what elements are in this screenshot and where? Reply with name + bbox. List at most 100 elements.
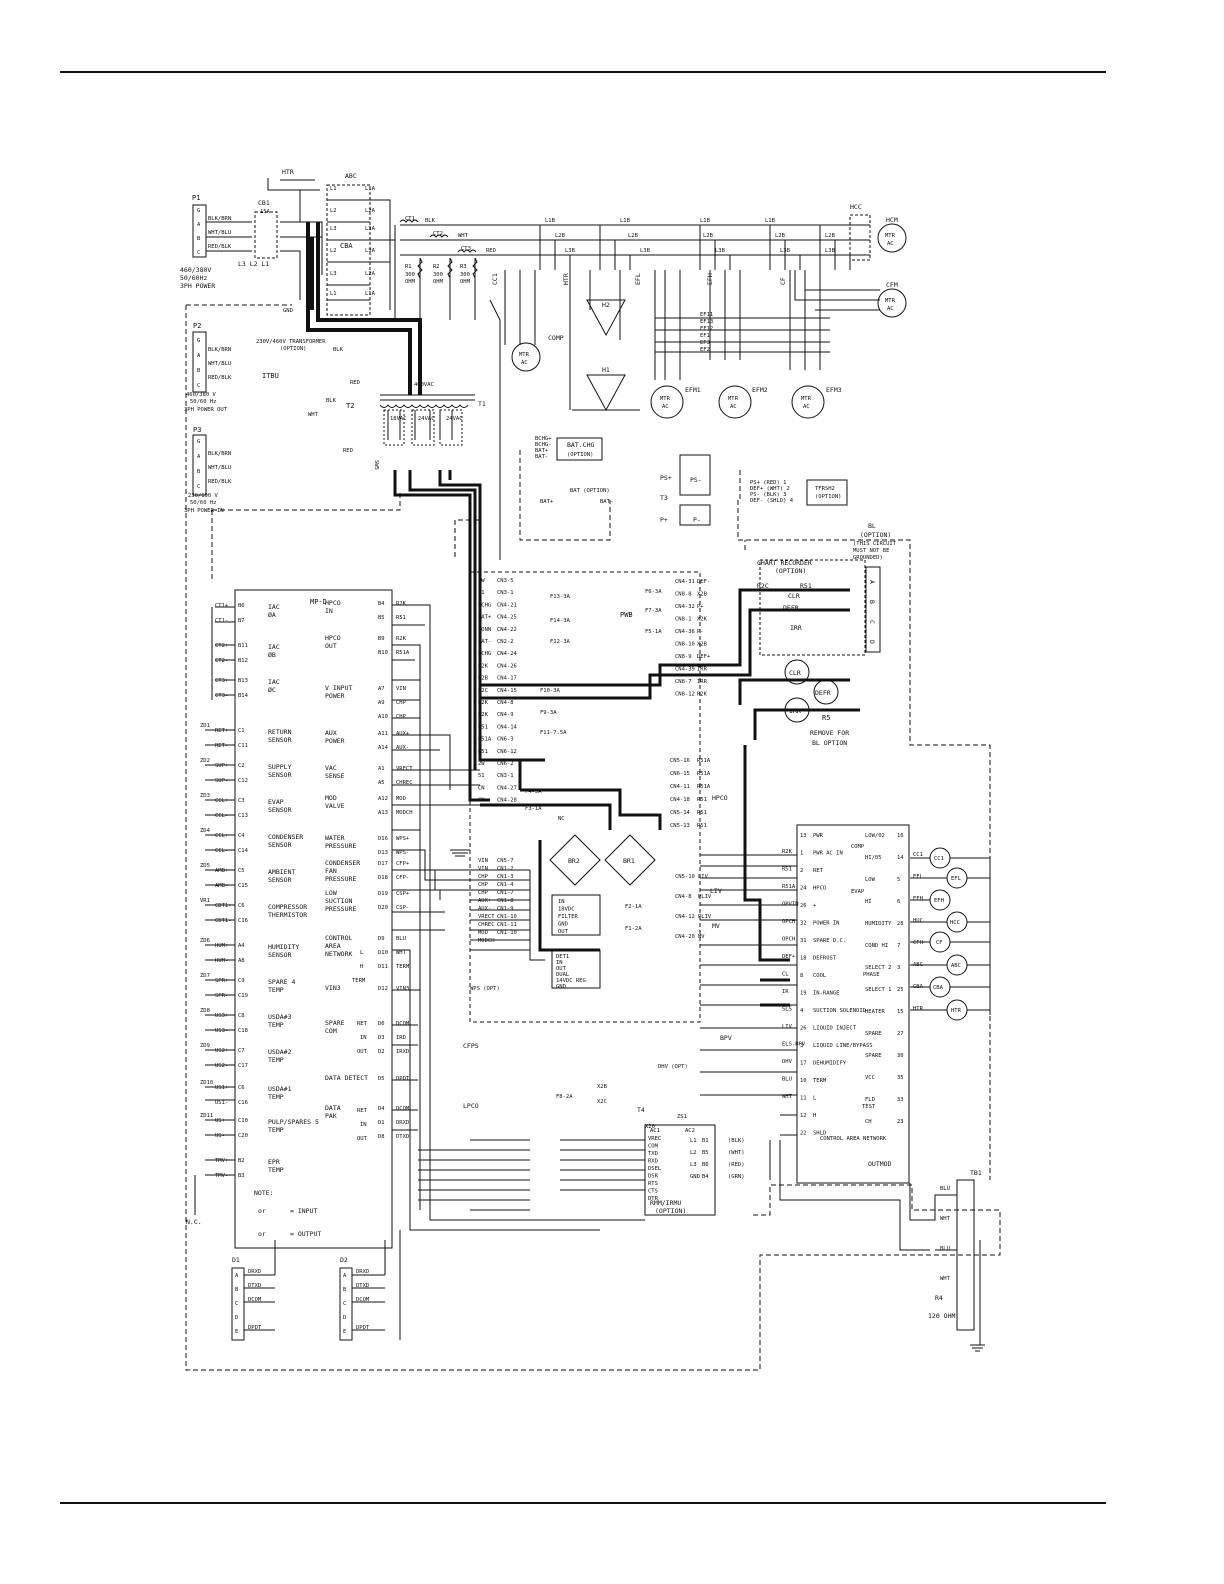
mpd-right-port: A1	[378, 766, 385, 772]
mpd-left-group-label: SENSOR	[268, 951, 292, 959]
outmod-left-pin: 3	[800, 1043, 803, 1049]
mpd-left-pin: CT3+	[215, 678, 229, 684]
mpd-right-port: D9	[378, 936, 385, 942]
mpd-left-group-label: TEMP	[268, 1056, 284, 1064]
p1-pin: B	[197, 236, 201, 242]
itbu-label: ITBU	[262, 372, 279, 380]
cn-lower-net: MOD	[478, 930, 488, 936]
outmod-coil-label: CC1	[934, 856, 944, 862]
defr-label: DEFR	[783, 604, 799, 612]
hcm-label: HCM	[886, 216, 898, 224]
rmm-port: B5	[702, 1150, 709, 1156]
rmm-color: (GRN)	[728, 1174, 745, 1180]
bl-note: MUST NOT BE	[853, 548, 889, 554]
mpd-left-pin: SPR+	[215, 978, 229, 984]
outmod-right-net: HUC	[913, 918, 923, 924]
cn-lower-net: VIN	[478, 866, 488, 872]
mpd-left-pin: AMB-	[215, 883, 228, 889]
d2-net: DCOM	[356, 1297, 370, 1303]
htr-label: HTR	[282, 168, 294, 176]
outmod-coil-label: CF	[936, 940, 943, 946]
mpd-left-group-label: TEMP	[268, 1021, 284, 1029]
x20-label: X20	[645, 1124, 655, 1130]
mpd-left-leads	[194, 606, 235, 1215]
pwb-net-right: X2K	[697, 617, 708, 623]
t1-tap-label: 24VAC	[418, 416, 435, 422]
mpd-left-group-label: USDA#2	[268, 1048, 292, 1056]
contactor-contacts	[327, 199, 395, 310]
mpd-right-port: A13	[378, 810, 388, 816]
mpd-module	[234, 589, 393, 1249]
zd-label: ZD8	[200, 1008, 210, 1014]
p2-connector	[192, 331, 207, 393]
bl-connector	[865, 566, 881, 653]
bat-chg-pin: BAT+	[535, 448, 549, 454]
outmod-right-pin: 23	[897, 1119, 904, 1125]
mpd-left-pin: CT2-	[215, 658, 228, 664]
p3-pin: G	[197, 439, 200, 445]
contactor-pin-label: L1A	[365, 291, 376, 297]
outmod-left-label: RET	[813, 868, 824, 874]
outmod-left-pin: 13	[800, 833, 807, 839]
cn-lower-row: CN1-8	[497, 898, 514, 904]
efm2-label: EFM2	[752, 386, 768, 394]
pwb-fuse-label: F7-3A	[645, 608, 662, 614]
mpd-left-group-label: SPARE 4	[268, 978, 295, 986]
tb1-wire-label: BLU	[940, 1246, 950, 1252]
tb1-wire-label: BLU	[940, 1186, 950, 1192]
mpd-left-group-label: TEMP	[268, 986, 284, 994]
ef-lead-label: EF2	[700, 347, 710, 353]
bat-chg-box	[556, 437, 603, 461]
d1-connector	[231, 1267, 245, 1341]
tb1-wire-label: WHT	[940, 1216, 951, 1222]
outmod-left-net: CL	[782, 972, 789, 978]
motor-label: MTR	[519, 352, 530, 358]
outmod-left-net: LIV	[782, 1024, 793, 1030]
pwb-net-left: R2K	[478, 663, 489, 669]
mpd-right-net: WHT	[396, 950, 407, 956]
cn5-net: PLIV	[698, 914, 712, 920]
mpd-left-pin: TMV-	[215, 1173, 228, 1179]
zd-label: ZD11	[200, 1113, 213, 1119]
outmod-left-net: OPVIN	[782, 902, 799, 908]
pwb-net-left: BAT+	[478, 615, 492, 621]
irr-label: IRR	[790, 624, 802, 632]
mpd-right-net: R2K	[396, 601, 407, 607]
bus-label: L3B	[825, 248, 836, 254]
mpd-left-port: C5	[238, 868, 245, 874]
bat-chg-pin: BAT-	[535, 454, 548, 460]
heater-h1	[572, 374, 640, 412]
mpd-left-pin: CT1-	[215, 618, 228, 624]
contactor-pin-label: L1A	[365, 186, 376, 192]
contactor-pin-label: L2A	[365, 271, 376, 277]
pwb-net-left: 2W	[478, 578, 485, 584]
tfrsh2-option: (OPTION)	[815, 494, 842, 500]
mpd-left-group-label: ØB	[268, 651, 276, 659]
filter-box	[551, 894, 601, 936]
filter-label: FILTER	[558, 914, 579, 920]
mid-harness	[470, 869, 545, 961]
hcc-label: HCC	[850, 203, 862, 211]
remove-label-1: REMOVE FOR	[810, 729, 849, 737]
outmod-left-label: DEHUMIDIFY	[813, 1061, 847, 1067]
p2-pin: B	[197, 368, 201, 374]
mpd-right-net: WPS-	[396, 850, 409, 856]
outmod-right-pin: 25	[897, 987, 904, 993]
mpd-note-output: = OUTPUT	[290, 1230, 321, 1238]
irr-coil-label: IRR	[789, 707, 801, 715]
outmod-right-pin: 27	[897, 1031, 904, 1037]
mpd-left-pin: SUP+	[215, 763, 229, 769]
reg-label: GND	[556, 984, 566, 990]
p1-lines	[206, 221, 323, 300]
liv-label: LIV	[710, 887, 722, 895]
mpd-left-pin: US-	[215, 1133, 225, 1139]
mpd-left-group-label: SENSOR	[268, 841, 292, 849]
clr-label: CLR	[788, 592, 800, 600]
mpd-left-group-label: TEMP	[268, 1166, 284, 1174]
efm1-motor	[650, 385, 684, 419]
pwb-net-left: R2B	[478, 676, 489, 682]
p3-pin: B	[197, 469, 201, 475]
mpd-right-group-label: PAK	[325, 1112, 337, 1120]
cn-lower-row: CN1-10	[497, 914, 517, 920]
d2-net: DRXD	[356, 1269, 369, 1275]
